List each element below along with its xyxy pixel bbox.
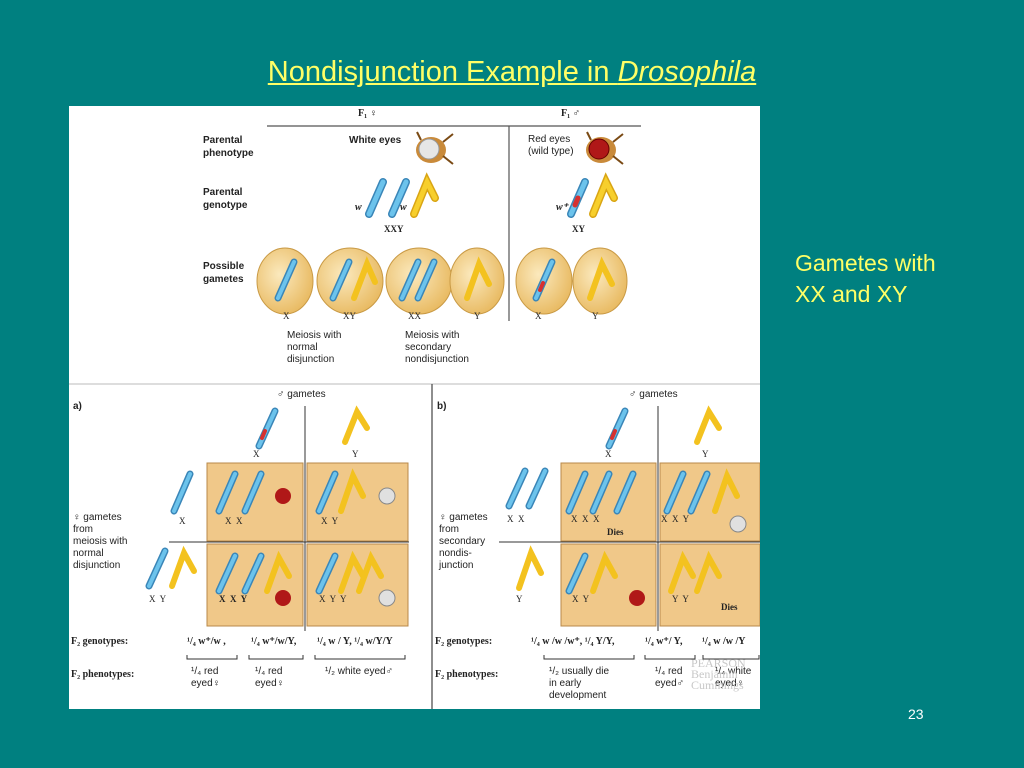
panel-b-f2-genotypes-label: F₂ genotypes: bbox=[435, 636, 493, 647]
panel-b-row-1: X X bbox=[507, 514, 525, 524]
red-eyes-label: Red eyes (wild type) bbox=[528, 134, 574, 157]
side-note: Gametes with XX and XY bbox=[795, 248, 936, 310]
allele-wplus: w⁺ bbox=[556, 202, 568, 213]
punnett-chromosomes bbox=[145, 405, 740, 595]
row-parental-phenotype: Parental phenotype bbox=[203, 135, 254, 159]
panel-a-row-2: X Y bbox=[149, 594, 167, 604]
panel-a-phenotype-1: ¹/₄ red eyed♀ bbox=[191, 666, 221, 689]
panel-b-female-label: ♀ gametes from secondary nondis- junctio… bbox=[439, 512, 488, 571]
bracket-lines bbox=[186, 655, 760, 660]
panel-a-cell-4: X Y Y bbox=[319, 594, 347, 604]
panel-b-phenotype-1: ¹/₂ usually die in early development bbox=[549, 666, 610, 701]
row-possible-gametes: Possible gametes bbox=[203, 261, 245, 285]
panel-a-phenotype-3: ¹/₂ white eyed♂ bbox=[325, 666, 394, 677]
possible-gametes bbox=[256, 247, 628, 315]
parental-female-chromosomes bbox=[365, 172, 439, 218]
meiosis-normal-label: Meiosis with normal disjunction bbox=[287, 330, 342, 365]
panel-b-genotype-3: ¹/₄ w /w /Y bbox=[702, 636, 746, 647]
panel-a-col-x: X bbox=[253, 449, 260, 459]
panel-b-genotype-2: ¹/₄ w⁺/ Y, bbox=[645, 636, 683, 647]
panel-a-genotype-2: ¹/₄ w⁺/w/Y, bbox=[251, 636, 297, 647]
panel-a-cell-2: X Y bbox=[321, 516, 339, 526]
gamete-label-3: XX bbox=[408, 311, 421, 321]
panel-b-col-y: Y bbox=[702, 449, 709, 459]
allele-w-2: w bbox=[400, 202, 407, 213]
panel-a-tag: a) bbox=[73, 401, 82, 412]
genotype-xxy: XXY bbox=[384, 224, 404, 234]
panel-b-genotype-1: ¹/₄ w /w /w⁺, ¹/₄ Y/Y, bbox=[531, 636, 615, 647]
slide-title: Nondisjunction Example in Drosophila bbox=[267, 56, 757, 88]
meiosis-secondary-label: Meiosis with secondary nondisjunction bbox=[405, 330, 469, 365]
gamete-label-4: Y bbox=[474, 311, 481, 321]
panel-b-male-gametes: ♂ gametes bbox=[629, 389, 678, 400]
panel-a-genotype-1: ¹/₄ w⁺/w , bbox=[187, 636, 226, 647]
panel-a-male-gametes: ♂ gametes bbox=[277, 389, 326, 400]
white-eyes-label: White eyes bbox=[349, 135, 402, 146]
page-number: 23 bbox=[908, 706, 924, 722]
figure-graphics bbox=[69, 125, 760, 709]
f1-female-header: F₁ ♀ bbox=[358, 108, 378, 119]
panel-a-row-1: X bbox=[179, 516, 186, 526]
gamete-label-2: XY bbox=[343, 311, 356, 321]
row-parental-genotype: Parental genotype bbox=[203, 187, 248, 211]
panel-a-f2-genotypes-label: F₂ genotypes: bbox=[71, 636, 129, 647]
white-eye-fly bbox=[416, 131, 454, 165]
panel-a-col-y: Y bbox=[352, 449, 359, 459]
panel-b-phenotype-3: ¹/₄ white eyed♀ bbox=[715, 666, 752, 689]
red-eye-fly bbox=[586, 131, 624, 165]
panel-b-f2-phenotypes-label: F₂ phenotypes: bbox=[435, 669, 499, 680]
f1-male-header: F₁ ♂ bbox=[561, 108, 581, 119]
parental-male-chromosomes bbox=[567, 172, 618, 218]
title-species: Drosophila bbox=[617, 56, 757, 88]
panel-a-female-label: ♀ gametes from meiosis with normal disju… bbox=[73, 512, 128, 571]
panel-a-genotype-3: ¹/₄ w / Y, ¹/₄ w/Y/Y bbox=[317, 636, 393, 647]
panel-b-cell-3: X Y bbox=[572, 594, 590, 604]
panel-b-row-2: Y bbox=[516, 594, 523, 604]
panel-a-cell-1: X X bbox=[225, 516, 243, 526]
nondisjunction-figure: F₁ ♀ F₁ ♂ Parental phenotype Parental ge… bbox=[69, 106, 760, 709]
allele-w-1: w bbox=[355, 202, 362, 213]
panel-b-tag: b) bbox=[437, 401, 447, 412]
panel-b-col-x: X bbox=[605, 449, 612, 459]
panel-a-cell-3: X X Y bbox=[219, 594, 248, 604]
panel-b-punnett bbox=[499, 406, 760, 631]
publisher-watermark: PEARSON Benjamin Cummings bbox=[691, 656, 746, 692]
panel-b-dies-1: Dies bbox=[607, 527, 624, 537]
panel-b-cell-4: Y Y bbox=[672, 594, 689, 604]
gamete-label-1: X bbox=[283, 311, 290, 321]
panel-b-cell-2: X X Y bbox=[661, 514, 690, 524]
panel-b-dies-2: Dies bbox=[721, 602, 738, 612]
panel-a-punnett bbox=[169, 406, 409, 631]
panel-a-f2-phenotypes-label: F₂ phenotypes: bbox=[71, 669, 135, 680]
gamete-label-6: Y bbox=[592, 311, 599, 321]
panel-a-phenotype-2: ¹/₄ red eyed♀ bbox=[255, 666, 285, 689]
side-note-text: Gametes with XX and XY bbox=[795, 250, 936, 307]
panel-b-cell-1: X X X bbox=[571, 514, 600, 524]
panel-b-phenotype-2: ¹/₄ red eyed♂ bbox=[655, 666, 685, 689]
genotype-xy: XY bbox=[572, 224, 585, 234]
gamete-label-5: X bbox=[535, 311, 542, 321]
